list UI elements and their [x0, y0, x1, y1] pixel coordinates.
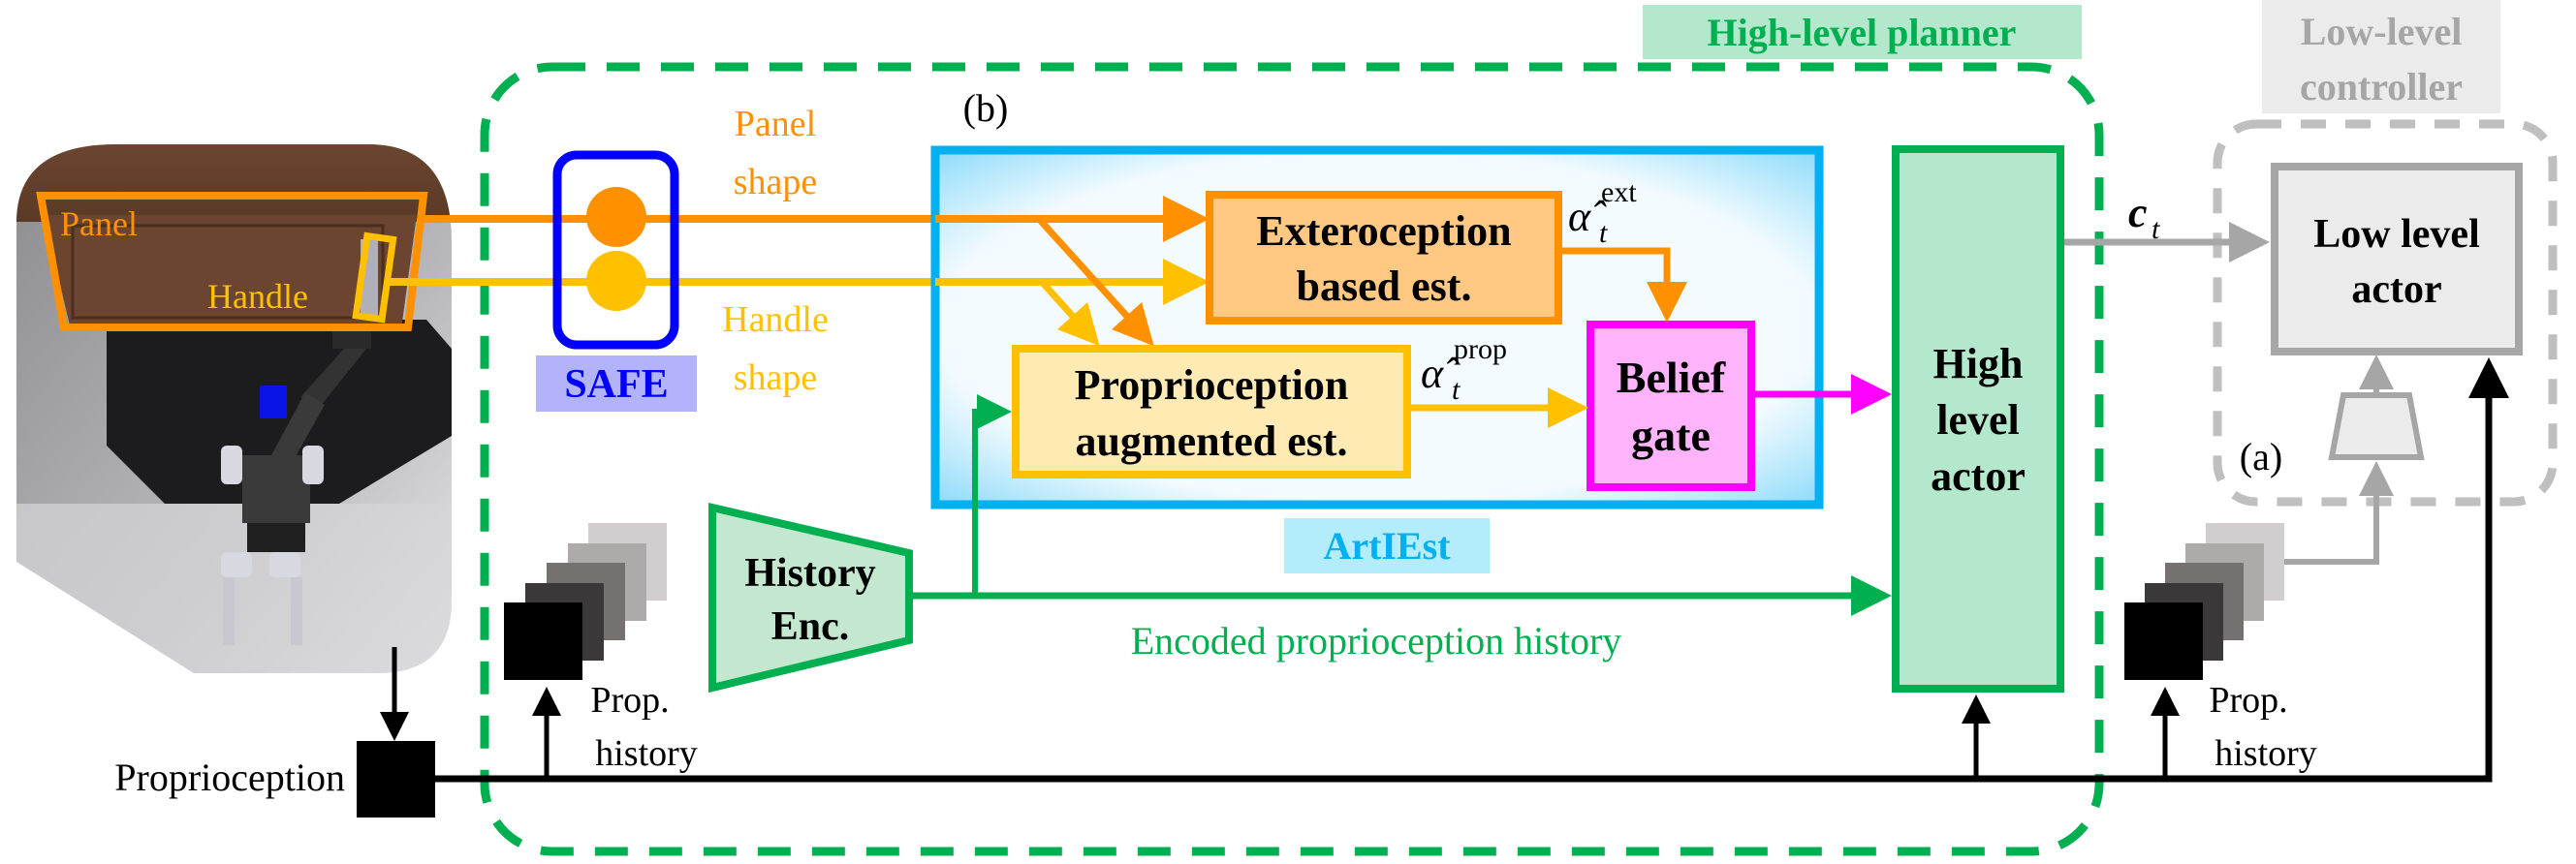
subfigure-label-b: (b): [963, 86, 1009, 130]
safe-module: [552, 150, 679, 350]
svg-text:prop: prop: [1454, 333, 1507, 365]
proprioception-label-line1: Proprioception: [1075, 361, 1349, 409]
robot-arm: [260, 329, 371, 465]
history-encoder-label-line1: History: [744, 551, 875, 596]
panel-to-proprio-arrow: [1036, 216, 1154, 347]
svg-text:ext: ext: [1601, 176, 1637, 208]
high-level-actor-label-line2: level: [1936, 396, 2020, 444]
handle-bounding-box: [352, 231, 397, 324]
extero-to-belief-arrow: [1562, 247, 1687, 323]
handle-feature-circle: [586, 251, 646, 311]
panel-feature-circle: [586, 187, 646, 247]
handle-shape-label-line2: shape: [734, 357, 818, 398]
exteroception-label-line1: Exteroception: [1256, 207, 1511, 255]
alpha-ext-label: α̂ ext t: [1568, 176, 1637, 249]
artiest-label: ArtIEst: [1323, 524, 1451, 568]
prop-history-left-line1: Prop.: [590, 680, 669, 721]
low-level-actor-label-line2: actor: [2351, 267, 2441, 312]
history-encoder: [708, 502, 913, 694]
exteroception-label-line2: based est.: [1297, 262, 1472, 310]
high-level-planner-title-bg: [1643, 5, 2082, 59]
handle-label: Handle: [207, 277, 308, 316]
svg-text:t: t: [2152, 213, 2160, 245]
low-level-controller-title-bg: [2262, 0, 2500, 113]
panel-shape-label-line2: shape: [734, 162, 818, 202]
safe-label-bg: [536, 355, 697, 412]
panel-shape-label-line1: Panel: [735, 104, 816, 144]
alpha-prop-label: α̂ prop t: [1421, 333, 1507, 406]
panel-bounding-box: [36, 192, 428, 331]
high-level-actor-label-line3: actor: [1931, 452, 2026, 500]
artiest-label-bg: [1284, 518, 1490, 573]
robot-scene-image: [16, 144, 452, 673]
svg-text:t: t: [1452, 374, 1461, 406]
handle-to-proprio-arrow: [1039, 279, 1100, 347]
high-level-actor-label-line1: High: [1933, 340, 2024, 387]
prop-history-stack-left: [504, 523, 667, 680]
high-level-actor: [1892, 145, 2064, 693]
prop-history-right-line2: history: [2215, 733, 2317, 774]
low-level-history-encoder: [2328, 392, 2425, 460]
high-level-planner-title: High-level planner: [1708, 11, 2017, 54]
low-level-actor-label-line1: Low level: [2313, 212, 2479, 257]
belief-gate: [1586, 321, 1755, 491]
handle-shape-label-line1: Handle: [722, 299, 829, 340]
low-level-controller-title-line2: controller: [2300, 65, 2463, 108]
panel-label: Panel: [60, 204, 138, 243]
command-label: c t: [2128, 189, 2160, 245]
robot-blue-marker: [260, 386, 287, 418]
subfigure-label-a: (a): [2240, 435, 2282, 478]
prop-history-stack-right: [2124, 523, 2284, 680]
low-level-controller-title-line1: Low-level: [2301, 10, 2463, 53]
proprioception-bus-line: [435, 357, 2509, 783]
high-level-planner-boundary: [480, 62, 2104, 856]
encoded-to-proprio-arrow: [972, 394, 1012, 596]
door-panel: [44, 215, 417, 329]
proprioception-input-block: [357, 741, 435, 818]
right-stack-to-encoder-arrow: [2283, 461, 2394, 565]
encoded-history-label: Encoded proprioception history: [1131, 619, 1622, 663]
safe-label: SAFE: [564, 362, 668, 407]
exteroception-estimator: [1206, 191, 1562, 324]
belief-gate-label-line2: gate: [1631, 411, 1711, 460]
history-encoder-label-line2: Enc.: [771, 604, 850, 649]
svg-text:c: c: [2128, 189, 2148, 236]
proprioception-label: Proprioception: [114, 756, 345, 799]
low-level-actor: [2271, 163, 2523, 355]
proprioception-estimator: [1012, 345, 1411, 478]
proprioception-label-line2: augmented est.: [1075, 417, 1347, 465]
quadruped-robot: [221, 446, 324, 645]
belief-gate-label-line1: Belief: [1617, 353, 1726, 402]
svg-text:t: t: [1599, 217, 1608, 249]
prop-history-left-line2: history: [595, 733, 698, 774]
prop-history-right-line1: Prop.: [2209, 680, 2287, 721]
low-level-controller-boundary: [2213, 119, 2558, 507]
